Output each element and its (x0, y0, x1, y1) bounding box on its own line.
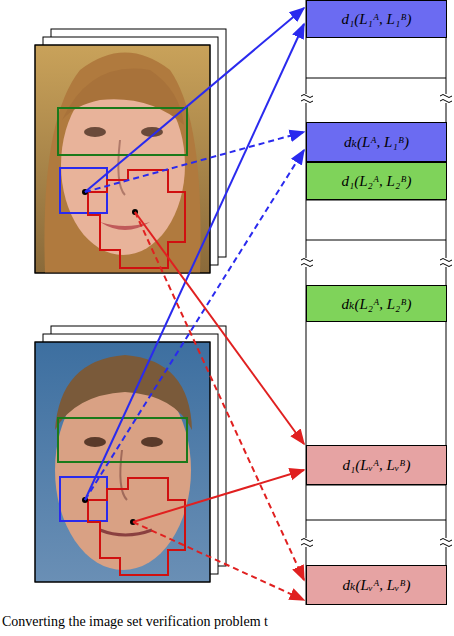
figure-caption: Converting the image set verification pr… (2, 614, 268, 630)
face-photo (35, 342, 210, 582)
distance-label: dₖ(L₂ᴬ, L₂ᴮ) (341, 295, 411, 313)
feature-cell: d₁(Lᵥᴬ, Lᵥᴮ) (306, 445, 447, 485)
distance-label: d₁(L₂ᴬ, L₂ᴮ) (342, 173, 412, 190)
feature-cell: dₖ(Lᴬ, L₁ᴮ) (306, 122, 447, 162)
feature-cell: dₖ(L₂ᴬ, L₂ᴮ) (306, 285, 447, 322)
distance-label: dₖ(Lᵥᴬ, Lᵥᴮ) (342, 576, 410, 594)
feature-cell: d₁(L₂ᴬ, L₂ᴮ) (306, 162, 447, 200)
face-photo (35, 45, 210, 273)
mapping-arrows (85, 8, 304, 600)
sample-points (82, 189, 138, 525)
feature-vector (306, 1, 446, 605)
distance-label: d₁(Lᵥᴬ, Lᵥᴮ) (343, 457, 411, 474)
feature-cell: dₖ(Lᵥᴬ, Lᵥᴮ) (306, 565, 447, 605)
distance-label: dₖ(Lᴬ, L₁ᴮ) (344, 133, 409, 151)
distance-label: d₁(L₁ᴬ, L₁ᴮ) (342, 11, 412, 28)
region-boxes (58, 108, 187, 575)
feature-cell: d₁(L₁ᴬ, L₁ᴮ) (306, 0, 447, 38)
break-mark (301, 94, 452, 547)
